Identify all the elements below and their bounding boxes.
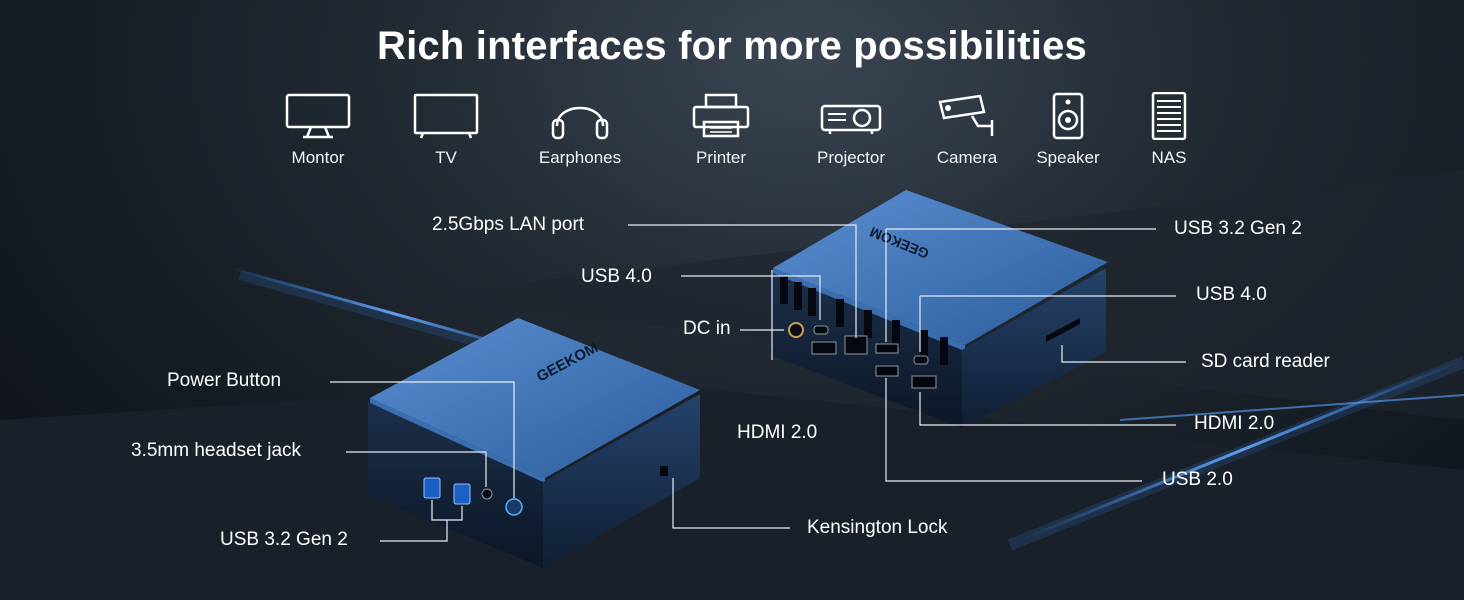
nas-icon [1151, 92, 1187, 140]
printer-icon [692, 93, 750, 138]
mini-pc-front: GEEKOM [368, 318, 700, 568]
device-label: Printer [695, 148, 747, 167]
hdmi-port-2 [911, 375, 937, 389]
speaker-icon [1052, 92, 1084, 140]
callout-sd-card-reader: SD card reader [1201, 351, 1330, 372]
callout-lan-port: 2.5Gbps LAN port [432, 214, 585, 235]
callout-usb2: USB 2.0 [1162, 469, 1233, 490]
callout-usb32-rear: USB 3.2 Gen 2 [1174, 218, 1302, 239]
device-nas: NAS [1114, 92, 1224, 168]
device-label: Earphones [538, 148, 622, 167]
leader-lines [330, 224, 1186, 542]
device-earphones: Earphones [525, 92, 635, 168]
page-title: Rich interfaces for more possibilities [376, 24, 1088, 68]
callout-usb4-rear-right: USB 4.0 [1196, 284, 1267, 305]
device-monitor: Montor [263, 92, 373, 168]
usb32-front-port-2 [453, 483, 471, 505]
power-button [505, 498, 523, 516]
device-speaker: Speaker [1013, 92, 1123, 168]
lan-port [844, 335, 868, 355]
callout-dc-in: DC in [683, 318, 731, 339]
device-label: NAS [1151, 148, 1187, 167]
monitor-icon [285, 93, 351, 139]
hdmi-port [811, 341, 837, 355]
device-label: Projector [816, 148, 886, 167]
callout-power-button: Power Button [167, 370, 282, 391]
kensington-slot [660, 466, 668, 476]
usb2-port [875, 365, 899, 377]
usb4-port [813, 325, 829, 335]
callout-hdmi-rear-right: HDMI 2.0 [1194, 413, 1275, 434]
usb32-front-port [423, 477, 441, 499]
device-printer: Printer [666, 92, 776, 168]
headphones-icon [551, 106, 609, 140]
sd-slot [1046, 318, 1080, 342]
usb4-port-2 [913, 355, 929, 365]
mini-pc-rear: GEEKOM [770, 190, 1108, 428]
projector-icon [820, 104, 882, 134]
device-label: TV [435, 148, 457, 167]
device-tv: TV [391, 92, 501, 168]
device-projector: Projector [796, 92, 906, 168]
light-streak [1019, 358, 1464, 542]
floor-plane [0, 380, 1464, 600]
light-streak [1119, 394, 1464, 421]
callout-kensington-lock: Kensington Lock [807, 517, 948, 538]
light-glow [1007, 356, 1464, 551]
callout-hdmi-rear-left: HDMI 2.0 [737, 422, 818, 443]
callout-usb4-rear-left: USB 4.0 [581, 266, 652, 287]
callout-headset-jack: 3.5mm headset jack [131, 440, 302, 461]
device-label: Camera [936, 148, 998, 167]
usb32-port [875, 343, 899, 354]
headset-jack [481, 488, 493, 500]
callout-usb32-front: USB 3.2 Gen 2 [220, 529, 348, 550]
device-label: Speaker [1036, 148, 1100, 167]
dc-in-port [788, 322, 804, 338]
device-camera: Camera [912, 92, 1022, 168]
device-label: Montor [291, 148, 345, 167]
camera-icon [938, 94, 994, 136]
tv-icon [413, 93, 479, 139]
